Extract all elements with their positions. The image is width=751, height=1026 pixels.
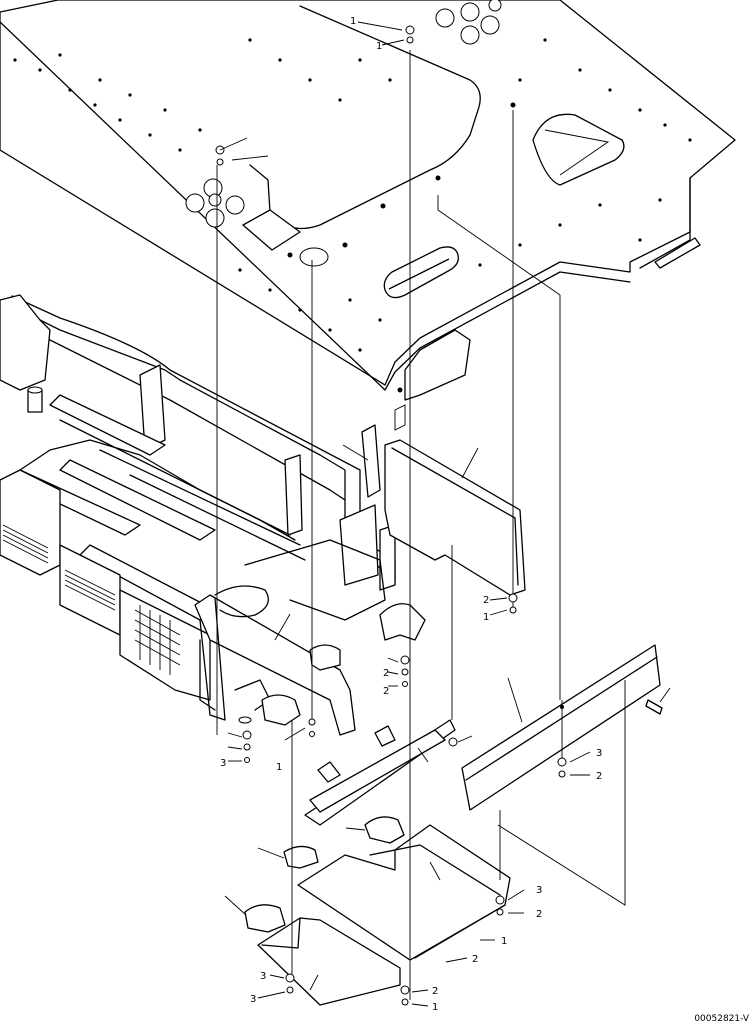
callout-label: 3 [220,758,226,769]
callout-label: 1 [376,41,382,52]
front-cover-panel [361,424,526,596]
top-deck-plate [0,0,736,431]
callout-label: 1 [350,16,356,27]
nut-cluster-right [435,0,502,45]
callout-label: 1 [483,612,489,623]
plate-holes [13,38,692,393]
nut-cluster-left [185,178,245,228]
callout-label: 1 [501,936,507,947]
callout-numbers: 1 1 2 1 2 3 3 2 3 2 1 2 3 3 2 1 2 1 [220,16,602,1013]
callout-label: 2 [383,668,389,679]
callout-label: 2 [383,686,389,697]
callout-label: 3 [260,971,266,982]
fastener-stacks [215,25,663,1006]
vent-grille-left [2,524,181,675]
callout-label: 3 [250,994,256,1005]
callout-label: 1 [276,762,282,773]
assembly-center-lines [216,50,626,1000]
drawing-code: 00052821-V [694,1014,749,1024]
callout-label: 3 [536,885,542,896]
leader-lines [219,21,671,1007]
callout-label: 2 [472,954,478,965]
callout-label: 2 [536,909,542,920]
callout-label: 1 [432,1002,438,1013]
callout-label: 2 [596,771,602,782]
callout-label: 2 [483,595,489,606]
callout-label: 2 [432,986,438,997]
callout-label: 3 [596,748,602,759]
main-frame [0,294,426,736]
side-angle-bar [461,644,661,811]
lower-parts [244,719,511,1006]
